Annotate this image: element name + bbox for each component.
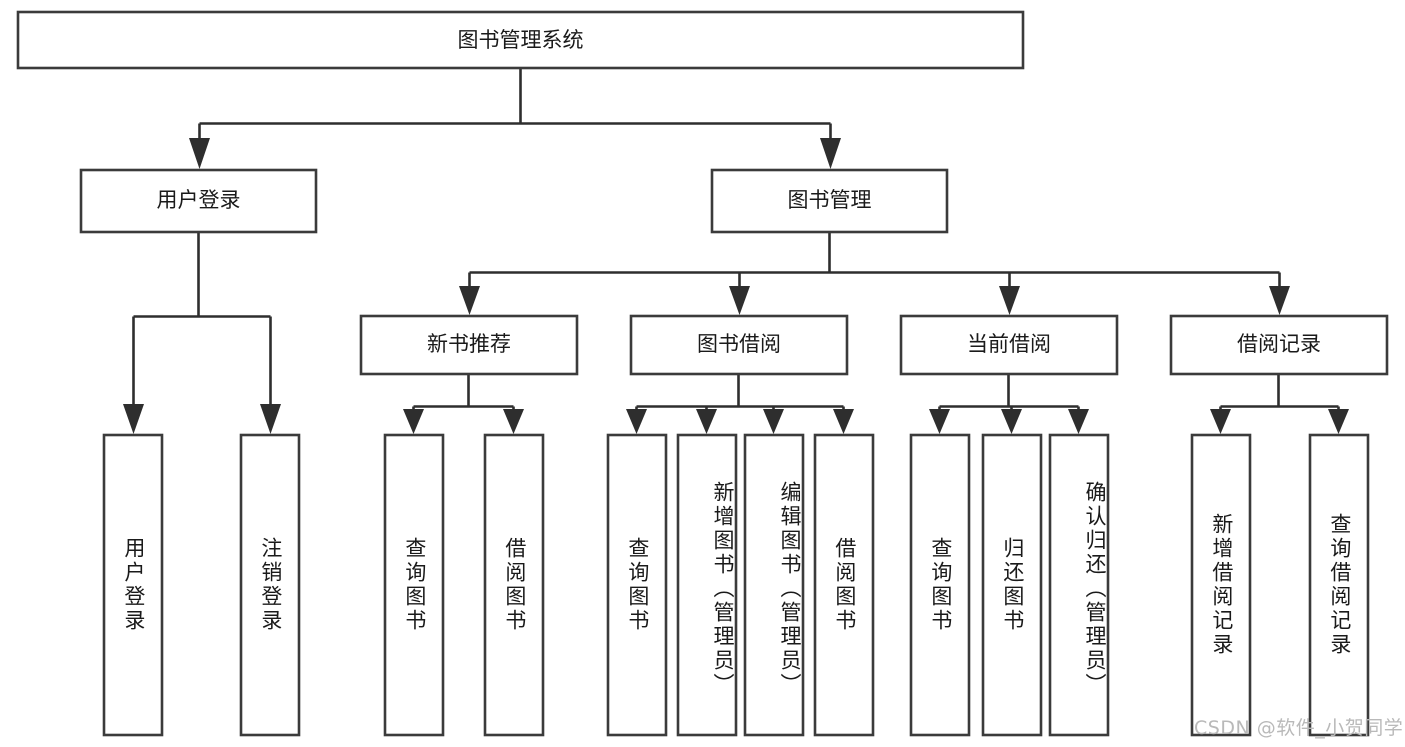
arrow-bm-to-borrow-record bbox=[1269, 286, 1290, 315]
connector-group-new-book bbox=[403, 374, 524, 434]
node-leaf-user-login[interactable] bbox=[102, 433, 164, 737]
node-root-book-system[interactable] bbox=[16, 10, 1025, 70]
node-leaf-logout[interactable] bbox=[239, 433, 301, 737]
node-new-book-recommend[interactable] bbox=[359, 314, 579, 376]
arrow-br-leaf-1 bbox=[1210, 409, 1231, 434]
arrow-bb-leaf-4 bbox=[833, 409, 854, 434]
arrow-bm-to-borrow bbox=[729, 286, 750, 315]
arrow-user-login-leaf-1 bbox=[123, 404, 144, 434]
node-leaf-query-book-borrow[interactable] bbox=[606, 433, 668, 737]
node-leaf-confirm-return-admin[interactable] bbox=[1048, 433, 1110, 737]
arrow-bb-leaf-1 bbox=[626, 409, 647, 434]
node-book-manage-label: 图书管理 bbox=[788, 188, 872, 212]
connector-group-book-borrow bbox=[626, 374, 854, 434]
arrow-root-to-book-manage bbox=[820, 138, 841, 169]
arrow-bm-to-current-borrow bbox=[999, 286, 1020, 315]
arrow-br-leaf-2 bbox=[1328, 409, 1349, 434]
node-new-book-recommend-label: 新书推荐 bbox=[427, 332, 511, 356]
arrow-nb-leaf-2 bbox=[503, 409, 524, 434]
node-borrow-record[interactable] bbox=[1169, 314, 1389, 376]
node-leaf-return-book[interactable] bbox=[981, 433, 1043, 737]
node-leaf-borrow-book[interactable] bbox=[813, 433, 875, 737]
node-current-borrow-label: 当前借阅 bbox=[967, 332, 1051, 356]
node-book-manage[interactable] bbox=[710, 168, 949, 234]
arrow-user-login-leaf-2 bbox=[260, 404, 281, 434]
connector-group-root bbox=[189, 68, 841, 169]
arrow-nb-leaf-1 bbox=[403, 409, 424, 434]
arrow-cb-leaf-3 bbox=[1068, 409, 1089, 434]
node-leaf-add-borrow-record[interactable] bbox=[1190, 433, 1252, 737]
node-leaf-query-book-recommend[interactable] bbox=[383, 433, 445, 737]
node-book-borrow[interactable] bbox=[629, 314, 849, 376]
connector-group-book-manage bbox=[459, 232, 1290, 315]
arrow-cb-leaf-2 bbox=[1001, 409, 1022, 434]
arrow-bm-to-new-book bbox=[459, 286, 480, 315]
node-leaf-borrow-book-recommend[interactable] bbox=[483, 433, 545, 737]
node-borrow-record-label: 借阅记录 bbox=[1237, 332, 1321, 356]
node-leaf-add-book-admin[interactable] bbox=[676, 433, 738, 737]
connector-group-current-borrow bbox=[929, 374, 1089, 434]
node-user-login[interactable] bbox=[79, 168, 318, 234]
node-root-book-system-label: 图书管理系统 bbox=[458, 28, 584, 52]
connector-group-borrow-record bbox=[1210, 374, 1349, 434]
node-leaf-query-book-current[interactable] bbox=[909, 433, 971, 737]
node-user-login-label: 用户登录 bbox=[157, 188, 241, 212]
node-leaf-query-borrow-record[interactable] bbox=[1308, 433, 1370, 737]
arrow-cb-leaf-1 bbox=[929, 409, 950, 434]
csdn-watermark: CSDN @软件_小贺同学 bbox=[1194, 717, 1404, 739]
node-leaf-edit-book-admin[interactable] bbox=[743, 433, 805, 737]
arrow-root-to-user-login bbox=[189, 138, 210, 169]
node-current-borrow[interactable] bbox=[899, 314, 1119, 376]
connector-group-user-login bbox=[123, 232, 281, 434]
arrow-bb-leaf-3 bbox=[763, 409, 784, 434]
arrow-bb-leaf-2 bbox=[696, 409, 717, 434]
node-book-borrow-label: 图书借阅 bbox=[697, 332, 781, 356]
